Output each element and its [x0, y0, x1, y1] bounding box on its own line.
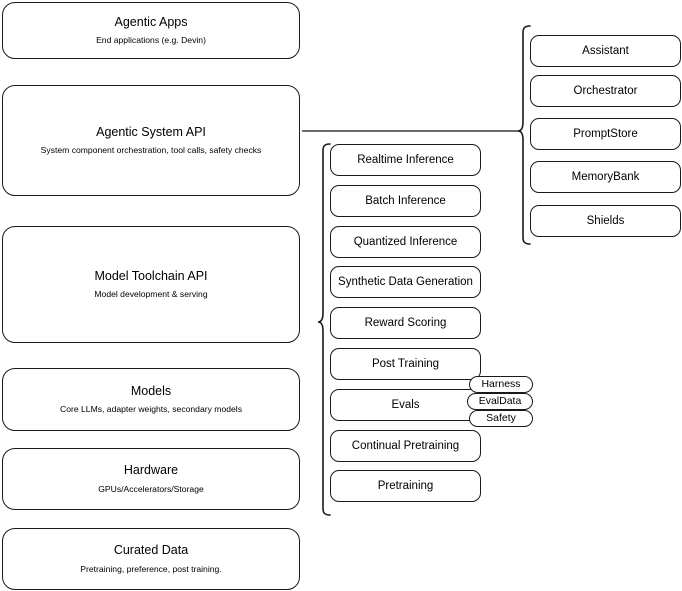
layer-title: Models: [130, 383, 172, 398]
toolchain-component-pretraining[interactable]: Pretraining: [330, 470, 481, 502]
layer-subtitle: Model development & serving: [94, 289, 208, 300]
component-label: Continual Pretraining: [351, 439, 460, 452]
component-label: Evals: [391, 398, 420, 411]
toolchain-component-post-training[interactable]: Post Training: [330, 348, 481, 380]
layer-curated-data[interactable]: Curated Data Pretraining, preference, po…: [2, 528, 300, 590]
layer-subtitle: System component orchestration, tool cal…: [40, 145, 262, 156]
component-label: Post Training: [371, 357, 440, 370]
toolchain-component-realtime-inference[interactable]: Realtime Inference: [330, 144, 481, 176]
component-label: Pretraining: [377, 479, 434, 492]
component-label: Synthetic Data Generation: [338, 275, 473, 288]
evals-tag-safety[interactable]: Safety: [469, 410, 533, 427]
layer-model-toolchain-api[interactable]: Model Toolchain API Model development & …: [2, 226, 300, 343]
evals-tag-harness[interactable]: Harness: [469, 376, 533, 393]
layer-title: Model Toolchain API: [94, 268, 208, 283]
tag-label: EvalData: [478, 395, 522, 408]
component-label: Orchestrator: [573, 84, 638, 97]
toolchain-components-bracket: [317, 143, 331, 516]
layer-subtitle: Core LLMs, adapter weights, secondary mo…: [60, 404, 242, 415]
tag-label: Harness: [481, 378, 521, 391]
layer-title: Curated Data: [113, 543, 189, 558]
component-label: Reward Scoring: [364, 316, 447, 329]
layer-models[interactable]: Models Core LLMs, adapter weights, secon…: [2, 368, 300, 431]
layer-subtitle: GPUs/Accelerators/Storage: [98, 483, 204, 494]
component-label: Batch Inference: [365, 194, 446, 207]
system-component-memorybank[interactable]: MemoryBank: [530, 161, 681, 193]
layer-title: Agentic System API: [96, 124, 206, 139]
component-label: Realtime Inference: [357, 153, 454, 166]
toolchain-component-reward-scoring[interactable]: Reward Scoring: [330, 307, 481, 339]
layer-agentic-apps[interactable]: Agentic Apps End applications (e.g. Devi…: [2, 2, 300, 59]
toolchain-component-synthetic-data-generation[interactable]: Synthetic Data Generation: [330, 266, 481, 298]
toolchain-component-evals[interactable]: Evals: [330, 389, 481, 421]
system-component-assistant[interactable]: Assistant: [530, 35, 681, 67]
toolchain-component-batch-inference[interactable]: Batch Inference: [330, 185, 481, 217]
tag-label: Safety: [486, 412, 516, 425]
system-components-bracket: [517, 25, 531, 245]
toolchain-component-quantized-inference[interactable]: Quantized Inference: [330, 226, 481, 258]
evals-tag-evaldata[interactable]: EvalData: [467, 393, 533, 410]
component-label: Quantized Inference: [353, 235, 458, 248]
component-label: PromptStore: [573, 127, 638, 140]
component-label: Shields: [586, 214, 625, 227]
layer-title: Agentic Apps: [114, 14, 188, 29]
component-label: Assistant: [582, 44, 629, 57]
system-component-orchestrator[interactable]: Orchestrator: [530, 75, 681, 107]
system-component-promptstore[interactable]: PromptStore: [530, 118, 681, 150]
layer-title: Hardware: [123, 463, 179, 478]
layer-subtitle: End applications (e.g. Devin): [96, 35, 206, 46]
system-component-shields[interactable]: Shields: [530, 205, 681, 237]
layer-subtitle: Pretraining, preference, post training.: [80, 563, 222, 574]
layer-agentic-system-api[interactable]: Agentic System API System component orch…: [2, 85, 300, 196]
layer-hardware[interactable]: Hardware GPUs/Accelerators/Storage: [2, 448, 300, 510]
component-label: MemoryBank: [571, 170, 640, 183]
toolchain-component-continual-pretraining[interactable]: Continual Pretraining: [330, 430, 481, 462]
